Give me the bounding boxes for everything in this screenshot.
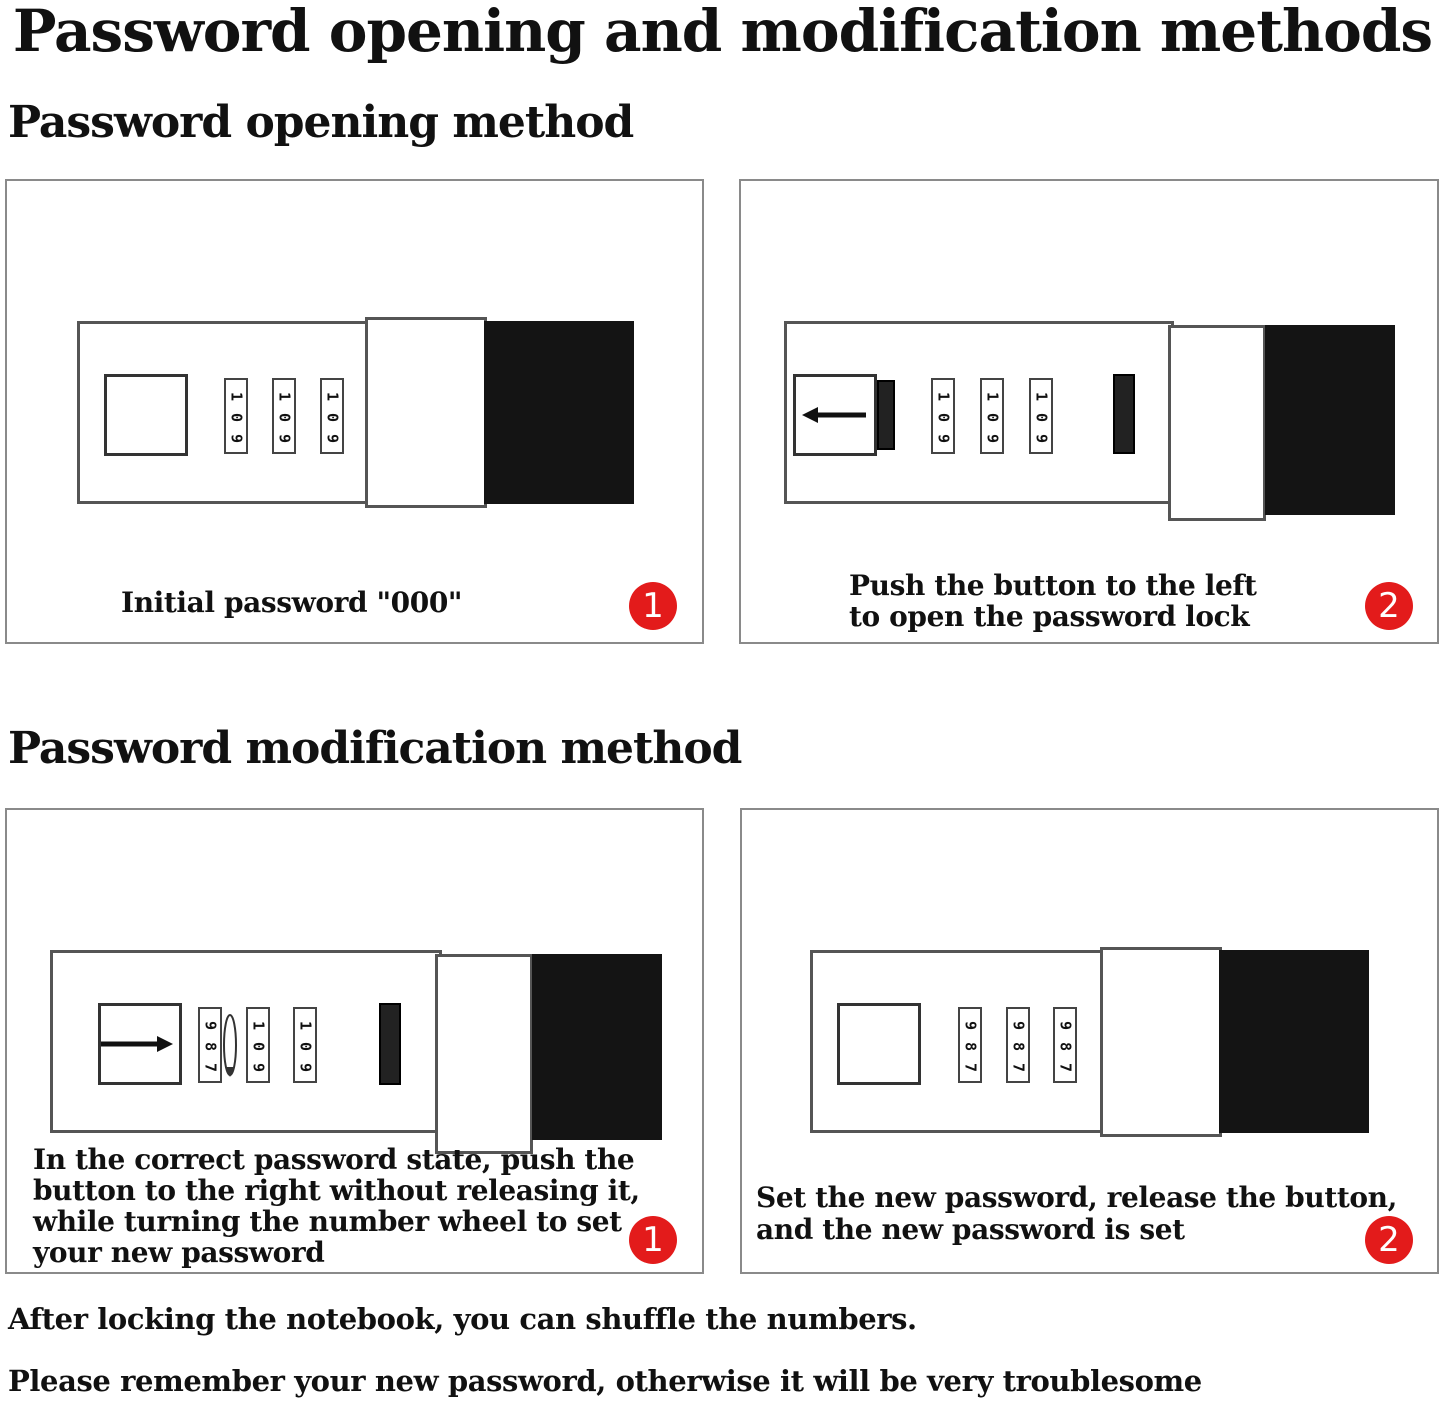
step-caption-line: In the correct password state, push the <box>33 1143 635 1176</box>
latch-bolt <box>379 1003 401 1085</box>
step-caption-line: while turning the number wheel to set <box>33 1205 622 1238</box>
push-knob <box>877 380 895 450</box>
lock-slider <box>1100 947 1222 1137</box>
step-caption-line: button to the right without releasing it… <box>33 1174 640 1207</box>
step-caption-line: and the new password is set <box>756 1213 1185 1246</box>
arrow-right-icon <box>101 1036 173 1052</box>
step-caption-line: to open the password lock <box>849 600 1250 633</box>
lock-button <box>104 374 188 456</box>
lock-button <box>837 1003 921 1085</box>
page-title: Password opening and modification method… <box>12 0 1433 65</box>
notebook-strap <box>1265 325 1395 515</box>
notebook-strap <box>1219 950 1369 1133</box>
arrow-left-icon <box>802 407 866 423</box>
step-number-badge: 1 <box>629 582 677 630</box>
modification-section-heading: Password modification method <box>8 723 742 774</box>
lock-button <box>793 374 877 456</box>
lock-slider <box>435 954 533 1154</box>
note-shuffle-numbers: After locking the notebook, you can shuf… <box>8 1302 917 1336</box>
step-caption: Initial password "000" <box>121 586 463 619</box>
step-number-badge: 2 <box>1365 582 1413 630</box>
note-remember-password: Please remember your new password, other… <box>8 1364 1202 1398</box>
step-caption-line: Set the new password, release the button… <box>756 1181 1397 1214</box>
lock-slider <box>1168 325 1266 521</box>
step-caption-line: your new password <box>33 1236 325 1269</box>
rotate-arrow-icon <box>223 1014 237 1077</box>
lock-button <box>98 1003 182 1085</box>
notebook-strap <box>484 321 634 504</box>
step-number-badge: 1 <box>629 1216 677 1264</box>
opening-section-heading: Password opening method <box>8 97 634 148</box>
latch-bolt <box>1113 374 1135 454</box>
step-number-badge: 2 <box>1365 1216 1413 1264</box>
lock-slider <box>365 317 487 508</box>
notebook-strap <box>532 954 662 1140</box>
step-caption-line: Push the button to the left <box>849 569 1257 602</box>
